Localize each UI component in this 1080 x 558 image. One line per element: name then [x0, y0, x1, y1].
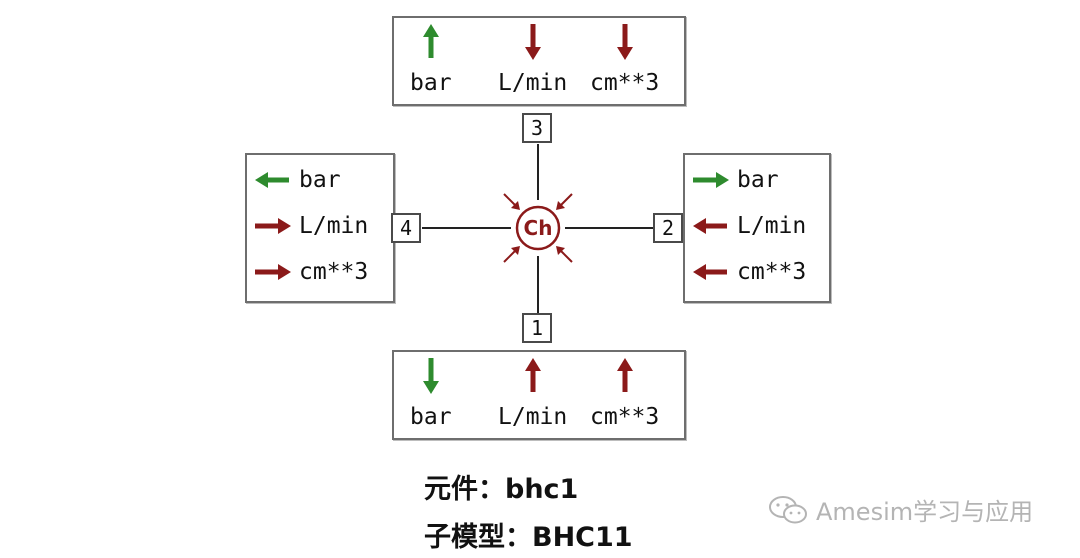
port-1-tag: 1 [522, 313, 552, 343]
port-4-label-volume: cm**3 [299, 259, 369, 285]
arrow-right-green-icon [693, 172, 729, 188]
arrow-right-red-icon [255, 264, 291, 280]
arrow-up-red-icon [524, 358, 541, 394]
wechat-icon [768, 495, 808, 525]
port-2-var-flow: L/min [693, 213, 806, 239]
port-3-box: bar L/min cm**3 [392, 16, 686, 106]
arrow-left-green-icon [255, 172, 291, 188]
port-1-label-flow: L/min [498, 404, 568, 430]
arrow-right-red-icon [255, 218, 291, 234]
watermark-text: Amesim学习与应用 [816, 498, 1034, 526]
port-3-var-volume: cm**3 [590, 24, 659, 96]
chamber-icon: Ch [503, 193, 573, 263]
port-2-box: bar L/min cm**3 [683, 153, 831, 303]
port-1-var-volume: cm**3 [590, 358, 659, 430]
port-2-label-volume: cm**3 [737, 259, 807, 285]
port-1-label-volume: cm**3 [590, 404, 660, 430]
port-1-var-flow: L/min [498, 358, 567, 430]
arrow-down-green-icon [422, 358, 439, 394]
port-2-tag: 2 [653, 213, 683, 243]
port-1-box: bar L/min cm**3 [392, 350, 686, 440]
arrow-up-green-icon [422, 24, 439, 60]
port-3-var-pressure: bar [410, 24, 452, 96]
port-4-label-flow: L/min [299, 213, 369, 239]
arrow-down-red-icon [524, 24, 541, 60]
port-2-var-pressure: bar [693, 167, 779, 193]
port-2-var-volume: cm**3 [693, 259, 806, 285]
port-4-var-flow: L/min [255, 213, 368, 239]
port-2-label-flow: L/min [737, 213, 807, 239]
port-4-var-pressure: bar [255, 167, 341, 193]
element-caption: 元件：bhc1 [424, 474, 579, 505]
port-3-var-flow: L/min [498, 24, 567, 96]
port-1-var-pressure: bar [410, 358, 452, 430]
port-3-label-bar: bar [410, 70, 452, 96]
port-4-var-volume: cm**3 [255, 259, 368, 285]
chamber-label: Ch [524, 216, 553, 240]
port-3-tag: 3 [522, 113, 552, 143]
arrow-up-red-icon [616, 358, 633, 394]
watermark: Amesim学习与应用 [768, 492, 1033, 527]
arrow-left-red-icon [693, 218, 729, 234]
port-2-label-bar: bar [737, 167, 779, 193]
submodel-caption: 子模型：BHC11 [424, 522, 633, 553]
port-4-box: bar L/min cm**3 [245, 153, 395, 303]
port-4-tag: 4 [391, 213, 421, 243]
port-4-label-bar: bar [299, 167, 341, 193]
arrow-down-red-icon [616, 24, 633, 60]
arrow-left-red-icon [693, 264, 729, 280]
port-3-label-volume: cm**3 [590, 70, 660, 96]
port-1-label-bar: bar [410, 404, 452, 430]
port-3-label-flow: L/min [498, 70, 568, 96]
